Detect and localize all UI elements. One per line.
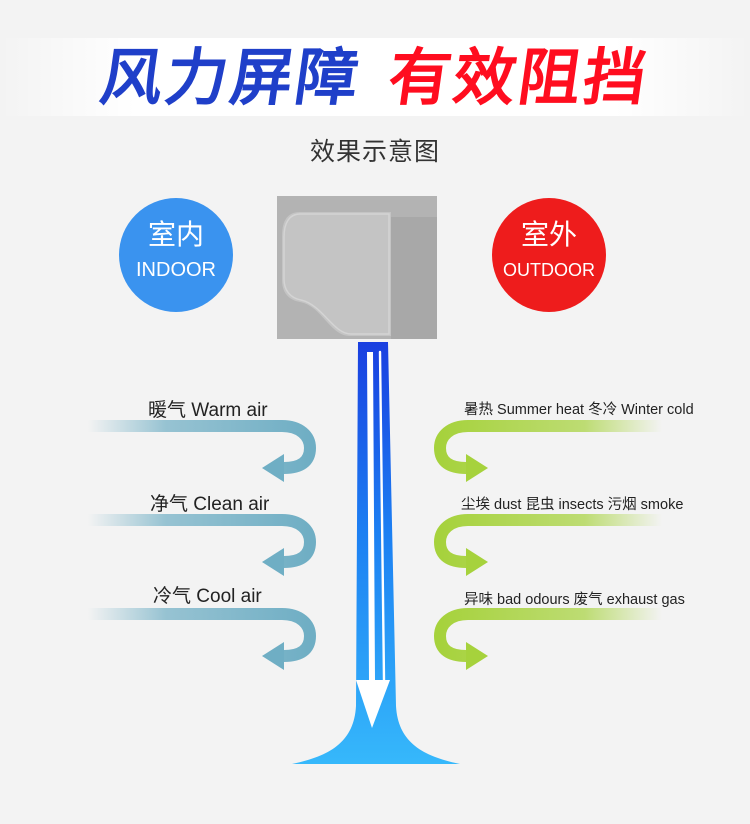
outdoor-blocked-arrow-icon [433, 514, 662, 576]
air-stream-arrow-icon [356, 352, 390, 728]
title-band [0, 38, 750, 116]
outdoor-badge: 室外 OUTDOOR [492, 198, 606, 312]
indoor-air-label: 暖气 Warm air [148, 400, 268, 421]
indoor-return-arrow-icon [88, 514, 317, 576]
indoor-air-label: 冷气 Cool air [153, 586, 262, 607]
indoor-return-arrow-icon [88, 608, 317, 670]
outdoor-blocked-arrow-icon [433, 420, 662, 482]
outdoor-blocked-arrow-icon [433, 608, 662, 670]
air-curtain-stream [292, 342, 460, 764]
outdoor-label-en: OUTDOOR [503, 260, 595, 280]
indoor-label-en: INDOOR [136, 259, 216, 281]
air-curtain-unit-icon [277, 196, 437, 339]
indoor-air-label: 净气 Clean air [150, 494, 270, 515]
outdoor-blocked-label: 暑热 Summer heat 冬冷 Winter cold [464, 402, 694, 418]
outdoor-blocked-label: 异味 bad odours 废气 exhaust gas [464, 592, 685, 608]
diagram-subtitle: 效果示意图 [309, 137, 440, 166]
outdoor-blocked-label: 尘埃 dust 昆虫 insects 污烟 smoke [461, 497, 684, 513]
indoor-label-zh: 室内 [147, 218, 204, 251]
indoor-badge: 室内 INDOOR [119, 198, 233, 312]
outdoor-label-zh: 室外 [520, 218, 577, 251]
indoor-return-arrow-icon [88, 420, 317, 482]
